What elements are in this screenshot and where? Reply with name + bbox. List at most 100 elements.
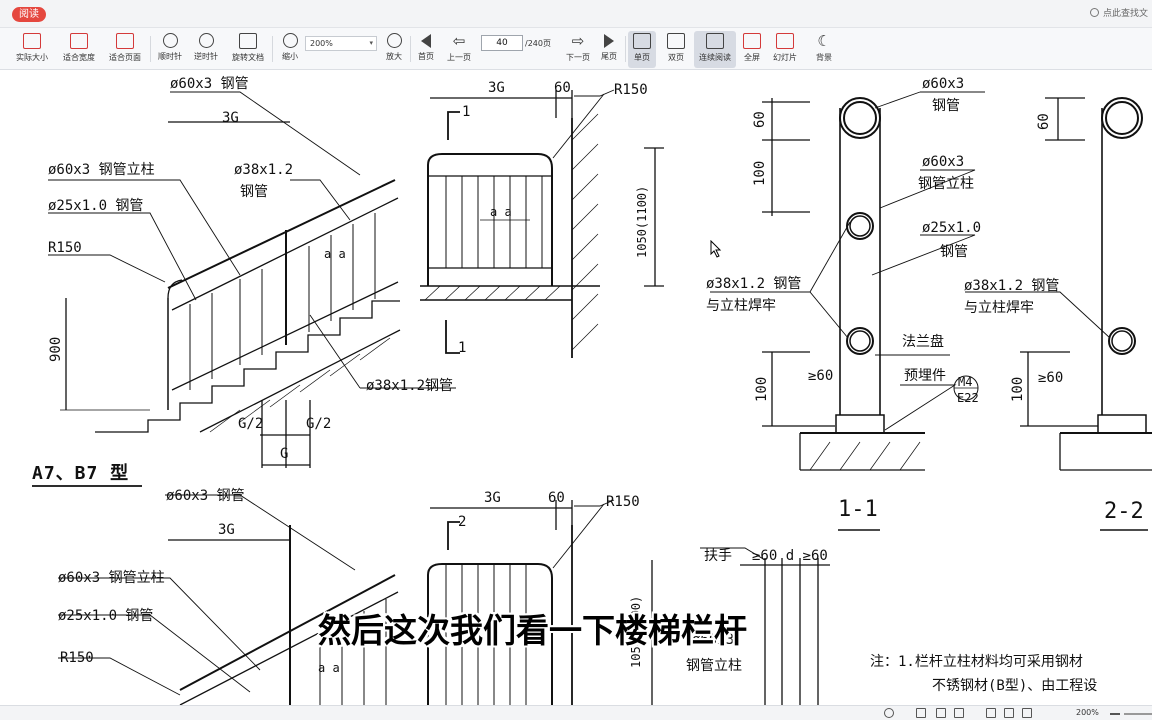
zoom-slider[interactable]	[1124, 713, 1152, 715]
drawing-label: G	[280, 446, 289, 462]
continuous-reading-icon	[706, 33, 724, 49]
fit-width-label: 适合宽度	[63, 53, 95, 62]
drawing-label: 钢管	[940, 244, 968, 260]
drawing-label: 预埋件	[904, 368, 946, 384]
last-page-button[interactable]: 尾页	[596, 31, 622, 68]
drawing-label: 与立柱焊牢	[964, 300, 1034, 316]
drawing-label: 60	[1036, 113, 1052, 130]
drawing-label: ø60x3 钢管立柱	[48, 162, 155, 178]
background-label: 背景	[816, 53, 832, 62]
continuous-reading-label: 连续阅读	[699, 53, 731, 62]
page-number-input[interactable]: 40	[481, 35, 523, 51]
single-page-button[interactable]: 单页	[628, 31, 656, 68]
single-page-label: 单页	[634, 53, 650, 62]
search-text: 点此查找文	[1103, 9, 1149, 19]
status-bar: 200%	[0, 705, 1152, 720]
background-button[interactable]: ☾ 背景	[808, 31, 840, 68]
reading-mode-badge[interactable]: 阅读	[12, 7, 46, 22]
previous-page-button[interactable]: ⇦ 上一页	[442, 31, 476, 68]
drawing-label: ø60x3	[922, 154, 965, 170]
toolbar-divider	[410, 36, 411, 62]
drawing-label: a a	[490, 205, 512, 219]
toolbar-divider	[625, 36, 626, 62]
double-page-icon	[667, 33, 685, 49]
drawing-label: 60	[548, 490, 565, 506]
first-page-icon	[421, 34, 431, 48]
rotate-document-icon	[239, 33, 257, 49]
zoom-in-button[interactable]: 放大	[380, 31, 408, 68]
search-box[interactable]: 点此查找文	[1090, 6, 1152, 23]
fit-width-icon	[70, 33, 88, 49]
drawing-label: ø25x1.0	[922, 220, 982, 236]
drawing-label: 3G	[488, 80, 505, 96]
mouse-cursor-icon	[710, 240, 722, 258]
next-page-button[interactable]: ⇨ 下一页	[562, 31, 594, 68]
last-page-icon	[604, 34, 614, 48]
zoom-value: 200%	[310, 39, 333, 48]
zoom-out-button[interactable]: 缩小	[276, 31, 304, 68]
rotate-clockwise-icon	[162, 33, 178, 48]
zoom-out-label: 缩小	[282, 52, 298, 61]
continuous-reading-button[interactable]: 连续阅读	[694, 31, 736, 68]
drawing-label: ≥60	[1038, 370, 1064, 386]
drawing-label: 100	[752, 160, 768, 186]
drawing-label: ø60x3	[922, 76, 965, 92]
drawing-label: 扶手	[704, 548, 732, 564]
drawing-label: G/2	[238, 416, 264, 432]
drawing-label: G/2	[306, 416, 332, 432]
drawing-label: ø60x3 钢管立柱	[58, 570, 165, 586]
last-page-label: 尾页	[601, 52, 617, 61]
drawing-label: ≥60 d ≥60	[752, 548, 828, 564]
drawing-label: ø38x1.2	[234, 162, 294, 178]
search-icon	[1090, 8, 1099, 17]
fit-width-status-icon[interactable]	[1004, 708, 1014, 718]
drawing-label: 3G	[222, 110, 239, 126]
drawing-label: R150	[60, 650, 94, 666]
drawing-label: ø60x3 钢管	[166, 488, 245, 504]
drawing-label: 3G	[218, 522, 235, 538]
zoom-minus-icon[interactable]	[1110, 713, 1120, 715]
first-page-label: 首页	[418, 52, 434, 61]
actual-size-button[interactable]: 实际大小	[12, 31, 52, 68]
page-total: /240页	[525, 39, 551, 48]
slideshow-button[interactable]: 幻灯片	[768, 31, 802, 68]
fullscreen-button[interactable]: 全屏	[740, 31, 764, 68]
eye-protection-icon[interactable]	[884, 708, 894, 718]
background-icon: ☾	[817, 32, 831, 50]
drawing-label: ø38x1.2 钢管	[964, 278, 1060, 294]
book-view-icon[interactable]	[954, 708, 964, 718]
rotate-clockwise-button[interactable]: 顺时针	[154, 31, 186, 68]
fit-width-button[interactable]: 适合宽度	[58, 31, 100, 68]
zoom-in-icon	[386, 33, 402, 48]
drawing-label: ≥60	[808, 368, 834, 384]
single-page-view-icon[interactable]	[936, 708, 946, 718]
single-page-icon	[633, 33, 651, 49]
drawing-label: 1	[458, 340, 467, 356]
drawing-label: 与立柱焊牢	[706, 298, 776, 314]
zoom-select[interactable]: 200% ▾	[305, 36, 377, 51]
rotate-document-button[interactable]: 旋转文档	[228, 31, 268, 68]
actual-size-label: 实际大小	[16, 53, 48, 62]
rotate-counterclockwise-icon	[198, 33, 214, 48]
document-page[interactable]: ø60x3 钢管 3G ø60x3 钢管立柱 ø38x1.2 钢管 ø25x1.…	[0, 70, 1152, 705]
slideshow-icon	[776, 33, 794, 49]
drawing-label: ø38x1.2 钢管	[706, 276, 802, 292]
drawing-label: R150	[606, 494, 640, 510]
first-page-button[interactable]: 首页	[412, 31, 440, 68]
status-zoom[interactable]: 200%	[1076, 708, 1099, 717]
note-line: 注：1.栏杆立柱材料均可采用钢材	[870, 654, 1083, 670]
rotate-counterclockwise-button[interactable]: 逆时针	[190, 31, 222, 68]
drawing-label: R150	[48, 240, 82, 256]
drawing-label: ø25x1.0 钢管	[48, 198, 144, 214]
fit-page-button[interactable]: 适合页面	[104, 31, 146, 68]
rotate-document-label: 旋转文档	[232, 53, 264, 62]
actual-size-status-icon[interactable]	[1022, 708, 1032, 718]
fit-page-status-icon[interactable]	[986, 708, 996, 718]
section-title: 1-1	[838, 497, 878, 522]
next-page-icon: ⇨	[571, 32, 585, 50]
double-page-view-icon[interactable]	[916, 708, 926, 718]
zoom-in-label: 放大	[386, 52, 402, 61]
stair-railing-drawing	[32, 89, 1152, 705]
double-page-button[interactable]: 双页	[660, 31, 692, 68]
